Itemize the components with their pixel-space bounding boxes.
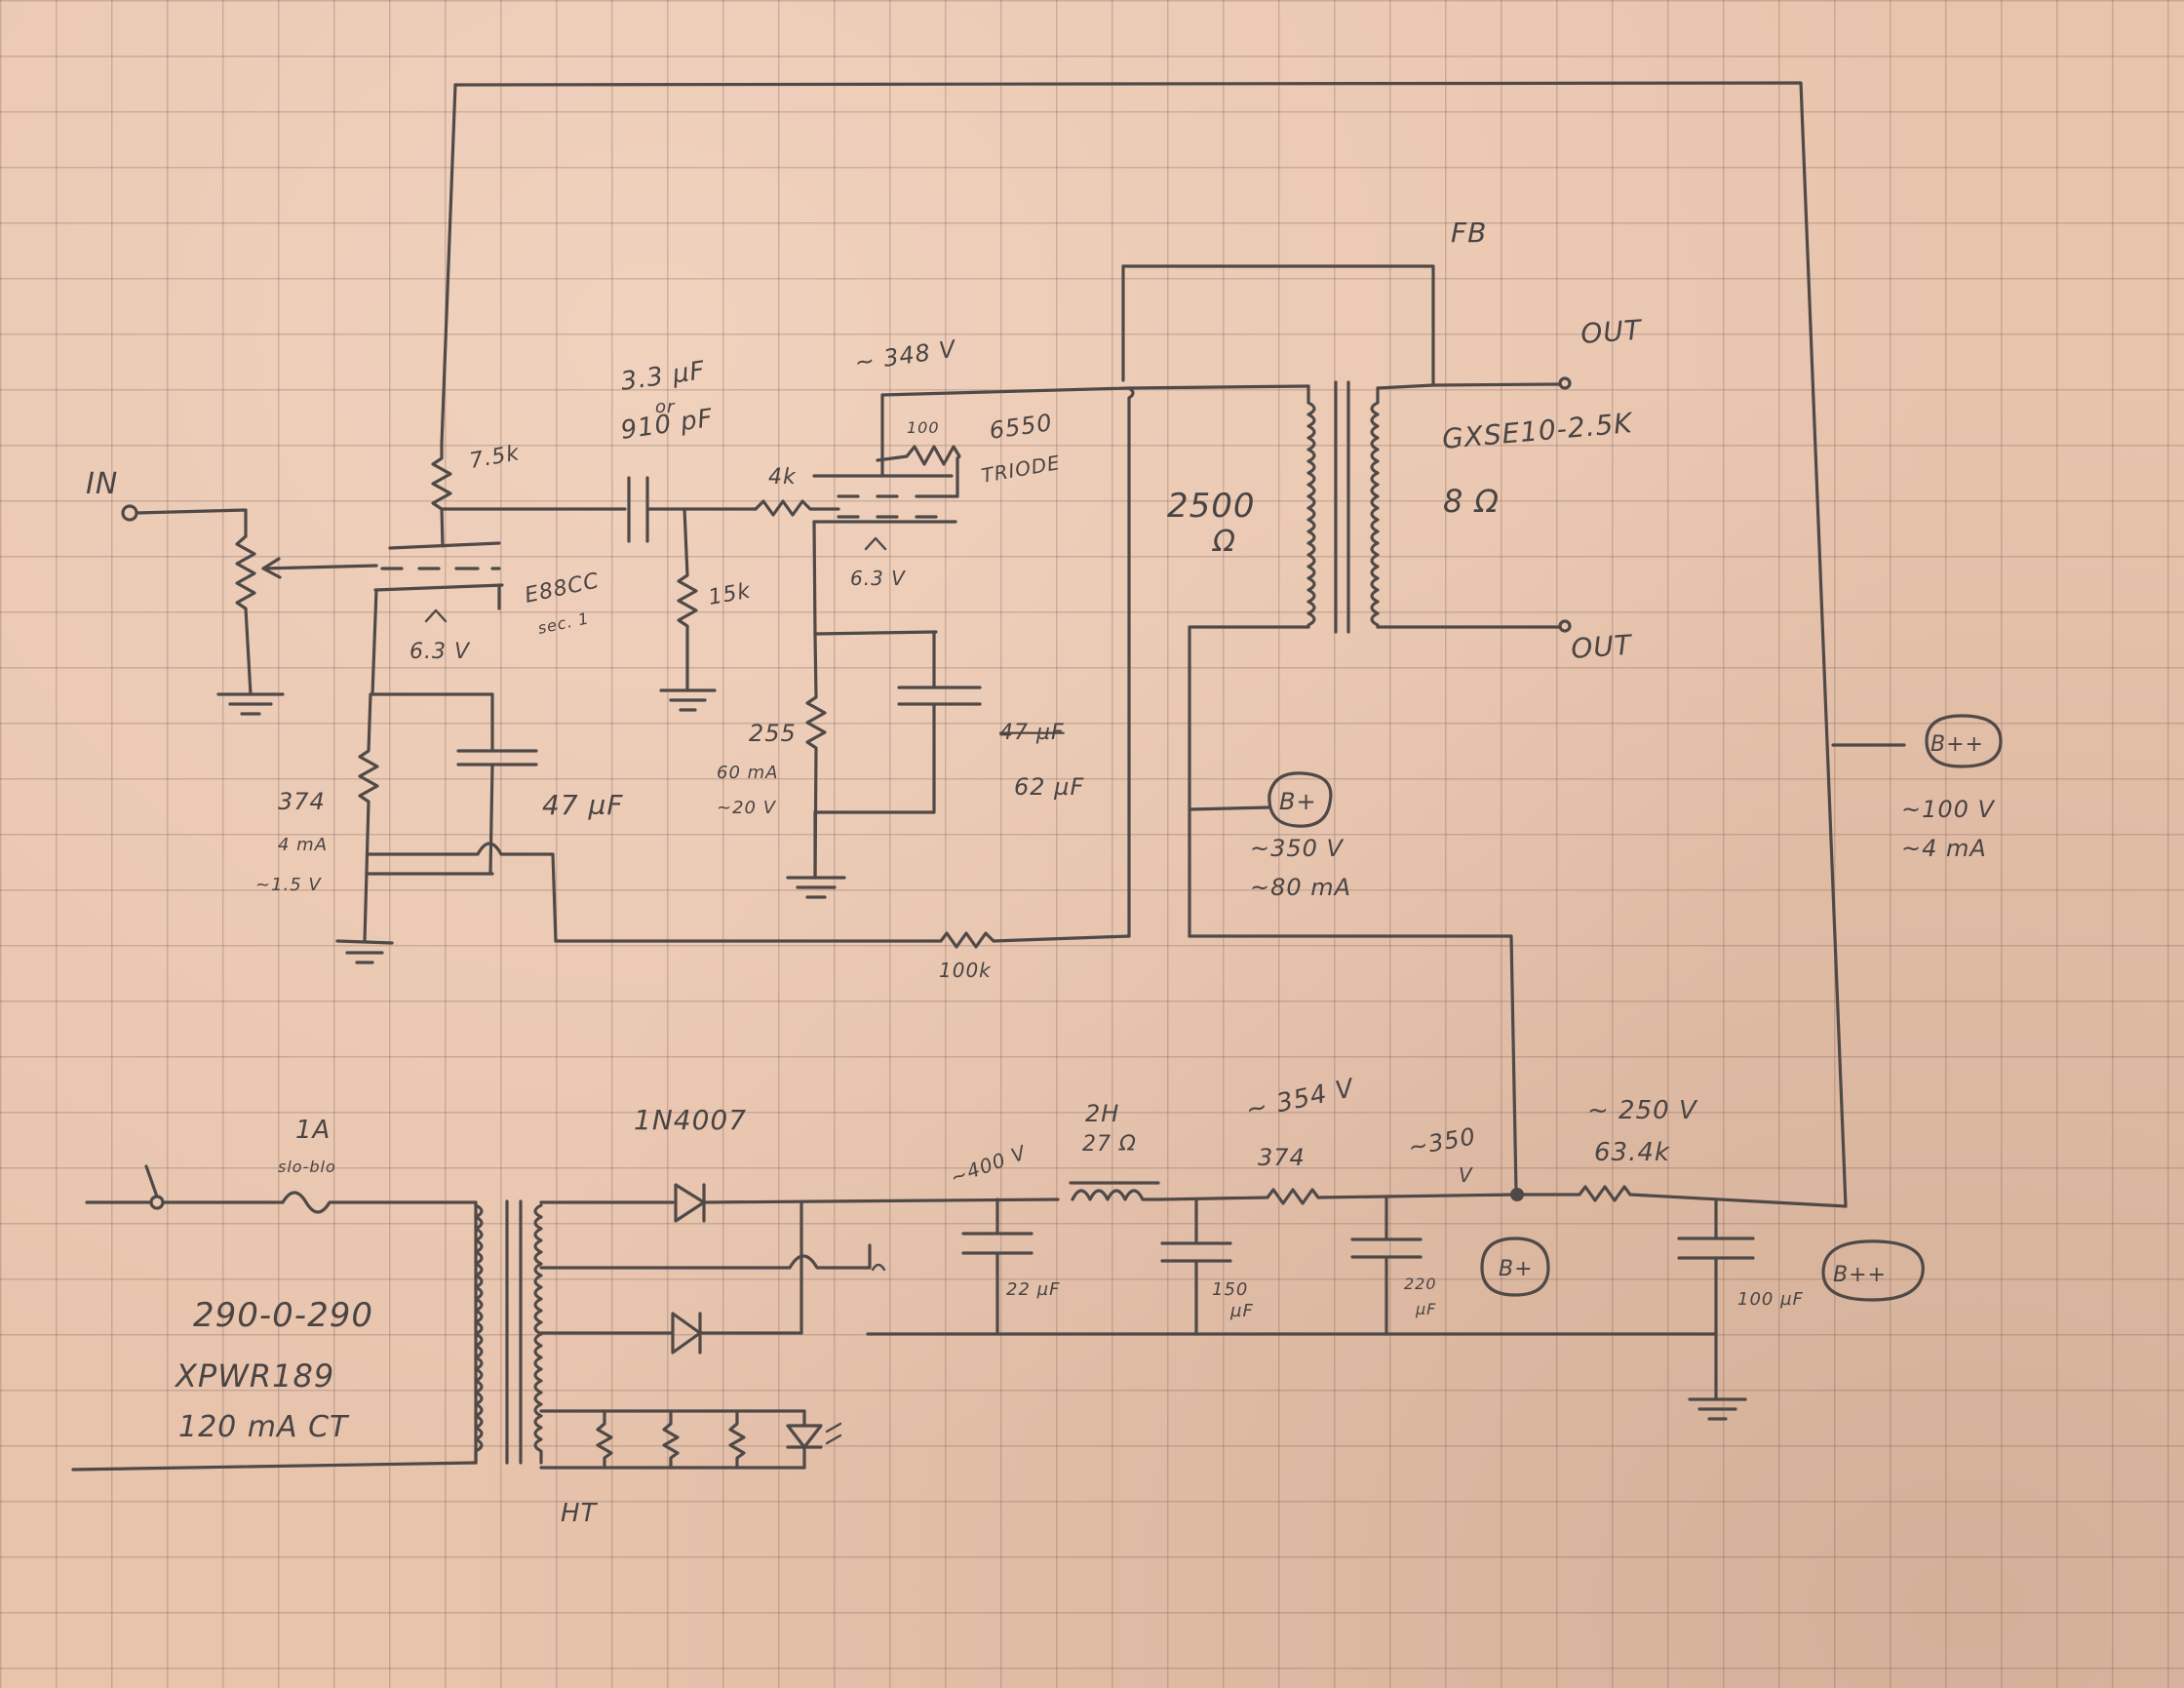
- label-plate-voltage: ~ 348 V: [853, 335, 958, 376]
- label-fuse: 1A: [295, 1116, 331, 1145]
- plate-resistor-7k5: [431, 442, 452, 548]
- label-ht: HT: [561, 1499, 599, 1528]
- label-bplus-badge: B+: [1279, 788, 1317, 815]
- label-in: IN: [86, 467, 118, 501]
- label-coupling-cap-or: or: [655, 397, 676, 417]
- preamp-cathode-network: [358, 692, 558, 943]
- power-tube-cathode-network: [805, 630, 982, 880]
- label-r-plate1: 7.5k: [468, 441, 523, 474]
- label-c2-b: µF: [1229, 1301, 1254, 1321]
- grid-resistor-15k: [677, 507, 698, 692]
- label-v-bpp-node: ~ 250 V: [1587, 1096, 1698, 1125]
- label-feedback: FB: [1451, 216, 1487, 249]
- filter-network: [866, 1185, 1848, 1401]
- bplus-feed-wire: [1188, 805, 1518, 1194]
- label-pt-part: XPWR189: [174, 1357, 334, 1394]
- ground-symbol-preamp: [335, 939, 394, 964]
- label-heater-preamp: 6.3 V: [410, 640, 471, 664]
- label-bplus-badge-bottom: B+: [1499, 1257, 1534, 1281]
- mains-input: [71, 1164, 478, 1472]
- label-grid-stopper: 4k: [768, 465, 797, 490]
- label-c1: 22 µF: [1006, 1279, 1060, 1300]
- bpp-badge-top: [1925, 714, 2003, 768]
- power-tube: [812, 386, 1131, 636]
- bpp-badge-bottom: [1821, 1239, 1925, 1302]
- label-pt-secondary: 290-0-290: [193, 1296, 373, 1335]
- label-choke: 2H: [1085, 1100, 1119, 1127]
- choke: [1069, 1181, 1162, 1201]
- label-cap-cathode-power-struck: 47 µF: [999, 721, 1065, 745]
- label-power-tube: 6550: [988, 409, 1054, 445]
- label-primary-impedance: 2500: [1167, 487, 1256, 526]
- label-r-feedback: 100k: [939, 959, 992, 982]
- label-power-tube-mode: TRIODE: [980, 451, 1063, 488]
- label-choke-dcr: 27 Ω: [1082, 1132, 1137, 1157]
- output-transformer: [1121, 264, 1572, 938]
- label-v-bplus-node-unit: V: [1459, 1163, 1473, 1187]
- label-c4: 100 µF: [1737, 1289, 1804, 1310]
- coupling-capacitor: [441, 476, 758, 543]
- ground-symbol-pot: [216, 692, 285, 716]
- label-preamp-section: sec. 1: [536, 608, 591, 638]
- heater-winding: [539, 1409, 842, 1470]
- label-bplus-voltage: ~350 V: [1250, 835, 1345, 862]
- label-bpp-current: ~4 mA: [1901, 835, 1987, 862]
- volume-potentiometer: [235, 534, 378, 696]
- label-v-choke-out: ~ 354 V: [1243, 1074, 1358, 1125]
- label-r-cathode-preamp: 374: [278, 788, 326, 815]
- label-r-screen: 100: [907, 418, 940, 437]
- label-cap-cathode-preamp: 47 µF: [542, 789, 623, 821]
- label-v-bplus-node: ~350: [1406, 1122, 1478, 1161]
- feedback-return-wire: [554, 931, 1131, 949]
- label-fuse-type: slo-blo: [278, 1158, 336, 1176]
- labels: IN 7.5k 3.3 µF or 910 pF ~ 348 V 100 655…: [86, 216, 1996, 1528]
- label-r-cathode-power: 255: [749, 720, 797, 747]
- label-preamp-tube: E88CC: [523, 569, 602, 608]
- label-c3-a: 220: [1404, 1275, 1437, 1293]
- bplus-badge-bottom: [1480, 1237, 1550, 1297]
- label-rectifier: 1N4007: [634, 1104, 747, 1136]
- label-cap-cathode-power: 62 µF: [1014, 773, 1084, 801]
- preamp-triode: [370, 541, 504, 696]
- outer-wiring: [440, 81, 1906, 1208]
- label-c3-b: µF: [1415, 1300, 1436, 1318]
- label-coupling-cap-2: 910 pF: [619, 404, 716, 446]
- label-pt-rating: 120 mA CT: [178, 1410, 350, 1444]
- label-secondary-impedance: 8 Ω: [1443, 483, 1500, 520]
- label-r-filter: 374: [1258, 1144, 1306, 1171]
- label-cathode-power-voltage: ~20 V: [717, 798, 777, 818]
- ground-symbol-power: [786, 876, 846, 899]
- label-bpp-voltage: ~100 V: [1901, 796, 1996, 823]
- label-bpp-badge: B++: [1930, 732, 1984, 757]
- label-cathode-power-current: 60 mA: [717, 763, 778, 783]
- grid-stopper-4k: [754, 499, 840, 517]
- label-coupling-cap-1: 3.3 µF: [619, 356, 707, 397]
- label-output-transformer: GXSE10-2.5K: [1441, 407, 1636, 455]
- label-v-reservoir: ~400 V: [948, 1140, 1031, 1189]
- label-bpp-badge-bottom: B++: [1833, 1263, 1887, 1287]
- power-transformer: [474, 1199, 543, 1465]
- bplus-badge-top: [1268, 771, 1333, 828]
- label-c2-a: 150: [1212, 1279, 1248, 1300]
- label-cathode-preamp-voltage: ~1.5 V: [255, 875, 322, 895]
- rectifier-diodes: [539, 1183, 1060, 1354]
- label-heater-power: 6.3 V: [850, 567, 906, 590]
- label-cathode-preamp-current: 4 mA: [278, 835, 328, 855]
- ground-symbol-supply: [1688, 1397, 1747, 1421]
- label-r-bpp: 63.4k: [1594, 1138, 1670, 1167]
- ground-symbol-grid: [659, 688, 717, 712]
- label-out-top: OUT: [1580, 314, 1644, 350]
- label-primary-ohm: Ω: [1211, 525, 1236, 559]
- label-bplus-current: ~80 mA: [1250, 874, 1351, 901]
- label-out-bottom: OUT: [1570, 629, 1634, 665]
- label-grid-resistor: 15k: [707, 579, 754, 610]
- input-jack: [121, 504, 248, 538]
